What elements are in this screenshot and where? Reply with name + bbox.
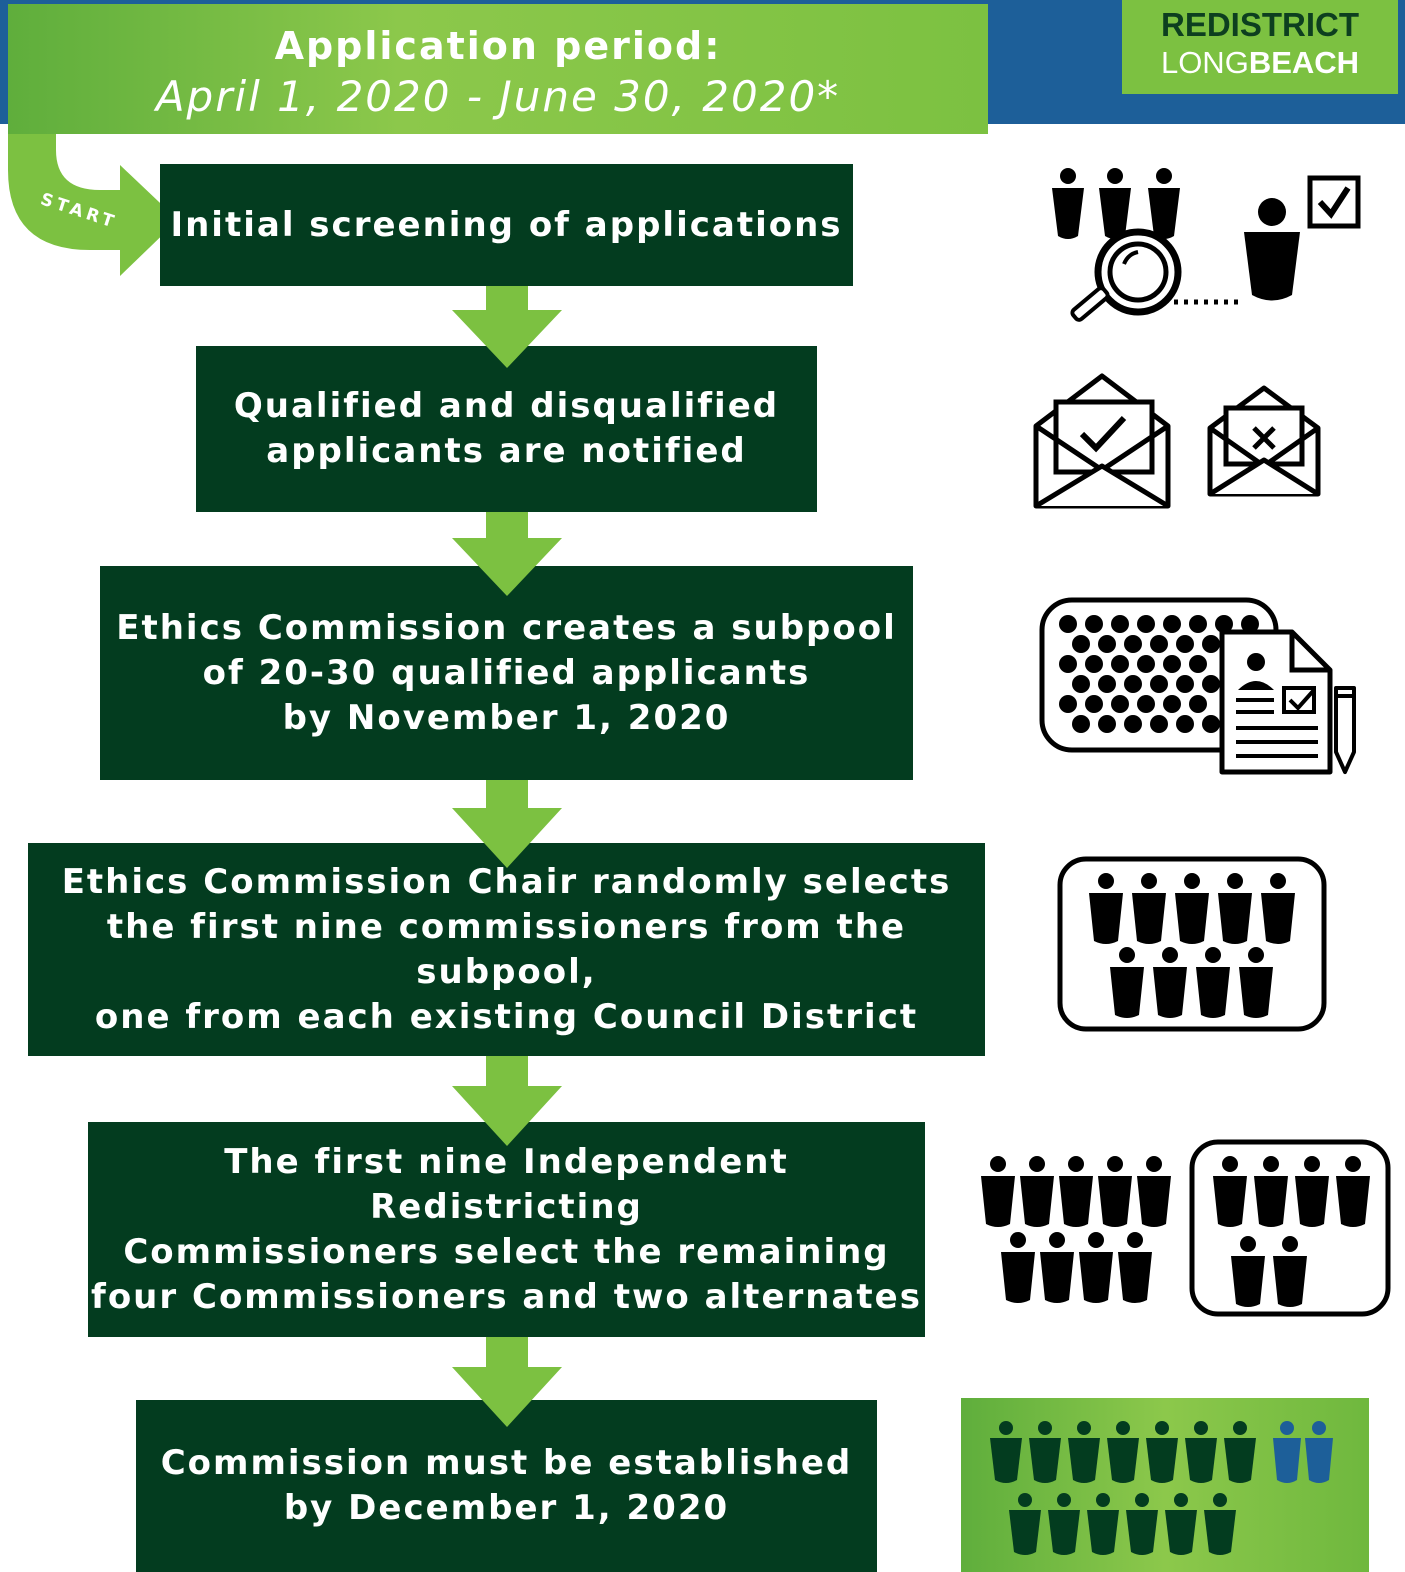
notification-envelopes-icon bbox=[1033, 373, 1321, 509]
application-period-title: Application period: bbox=[274, 24, 722, 68]
nine-commissioners-icon bbox=[1057, 856, 1327, 1032]
step-commission-established: Commission must be established by Decemb… bbox=[136, 1400, 877, 1572]
established-commission-icon bbox=[961, 1398, 1369, 1572]
down-arrow bbox=[452, 1337, 562, 1427]
redistrict-long-beach-logo: REDISTRICT LONGBEACH bbox=[1122, 0, 1398, 94]
down-arrow bbox=[452, 286, 562, 368]
subpool-grid-document-icon bbox=[1039, 597, 1356, 775]
down-arrow bbox=[452, 780, 562, 868]
down-arrow bbox=[452, 1056, 562, 1146]
step-applicants-notified: Qualified and disqualified applicants ar… bbox=[196, 346, 817, 512]
screening-people-magnifier-icon bbox=[1052, 168, 1361, 322]
start-arrow: START bbox=[8, 120, 178, 276]
thirteen-commissioners-icon bbox=[981, 1139, 1391, 1317]
step-first-nine-selected: Ethics Commission Chair randomly selects… bbox=[28, 843, 985, 1056]
down-arrow bbox=[452, 512, 562, 596]
step-initial-screening: Initial screening of applications bbox=[160, 164, 853, 286]
application-period-dates: April 1, 2020 - June 30, 2020* bbox=[155, 72, 841, 121]
step-subpool-created: Ethics Commission creates a subpool of 2… bbox=[100, 566, 913, 780]
application-period-banner: Application period: April 1, 2020 - June… bbox=[8, 4, 988, 134]
step-remaining-selected: The first nine Independent Redistricting… bbox=[88, 1122, 925, 1337]
